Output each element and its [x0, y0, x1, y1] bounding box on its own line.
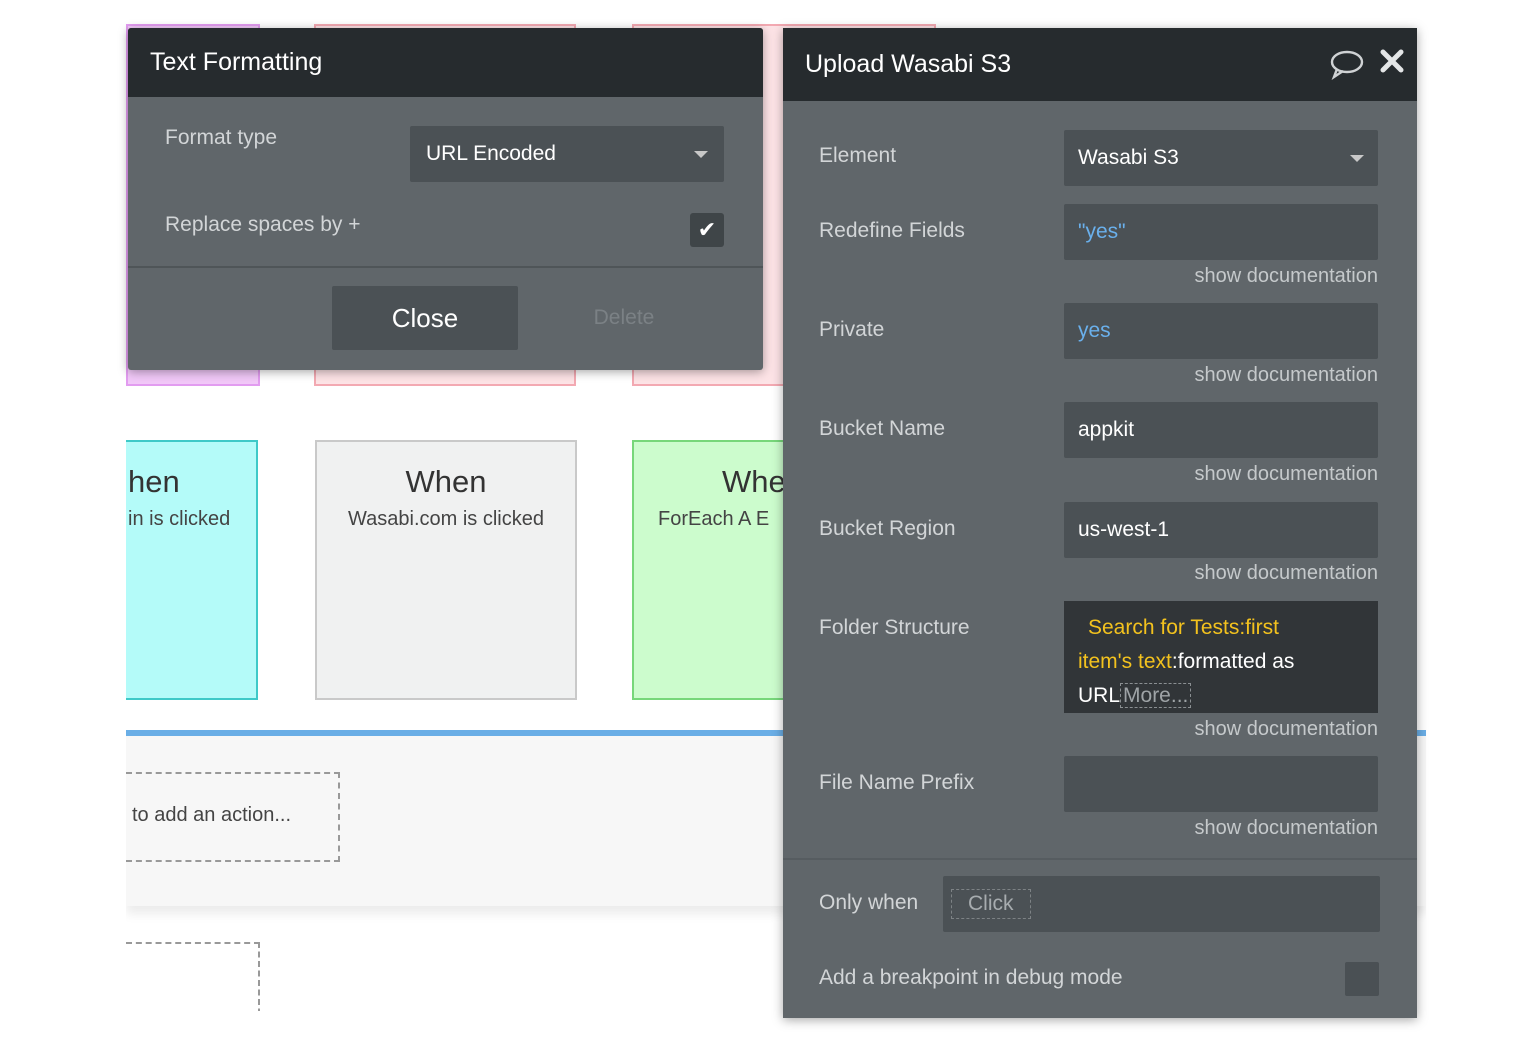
- private-label: Private: [819, 318, 885, 341]
- upload-wasabi-panel: Upload Wasabi S3 Element Wasabi S3 Redef…: [783, 28, 1417, 1018]
- expression-operator[interactable]: URL: [1078, 684, 1121, 707]
- bucket-name-value: appkit: [1078, 418, 1135, 441]
- chevron-down-icon: [694, 150, 708, 158]
- bucket-name-label: Bucket Name: [819, 417, 946, 440]
- only-when-input[interactable]: Click: [943, 876, 1380, 932]
- redefine-fields-label: Redefine Fields: [819, 219, 965, 242]
- text-formatting-popup: Text Formatting Format type URL Encoded …: [128, 28, 763, 370]
- close-button[interactable]: Close: [332, 286, 518, 350]
- replace-spaces-label: Replace spaces by +: [165, 213, 361, 236]
- element-dropdown[interactable]: Wasabi S3: [1064, 130, 1378, 186]
- file-name-prefix-label: File Name Prefix: [819, 771, 975, 794]
- show-documentation-link[interactable]: show documentation: [1194, 265, 1378, 287]
- breakpoint-label: Add a breakpoint in debug mode: [819, 966, 1123, 989]
- event-title: hen: [128, 464, 180, 499]
- selected-event-line: [126, 730, 1426, 736]
- file-name-prefix-input[interactable]: [1064, 756, 1378, 812]
- private-value: yes: [1078, 319, 1111, 342]
- panel-title: Upload Wasabi S3: [805, 50, 1012, 78]
- replace-spaces-row: Replace spaces by +: [165, 213, 361, 237]
- popup-header: Text Formatting: [128, 28, 763, 97]
- redefine-fields-value: "yes": [1078, 220, 1126, 243]
- bucket-name-input[interactable]: appkit: [1064, 402, 1378, 458]
- panel-header: Upload Wasabi S3: [783, 28, 1417, 101]
- more-button[interactable]: More...: [1120, 683, 1192, 708]
- replace-spaces-checkbox[interactable]: ✔: [690, 213, 724, 247]
- element-value: Wasabi S3: [1078, 146, 1179, 169]
- expression-operator[interactable]: :formatted as: [1171, 650, 1295, 673]
- bucket-region-value: us-west-1: [1078, 518, 1170, 541]
- event-title: When: [405, 464, 487, 499]
- event-subtitle: ForEach A E: [658, 508, 770, 530]
- format-type-value: URL Encoded: [426, 142, 556, 165]
- event-card-wasabi-clicked[interactable]: When Wasabi.com is clicked: [315, 440, 577, 700]
- private-input[interactable]: yes: [1064, 303, 1378, 359]
- close-icon[interactable]: [1379, 48, 1405, 81]
- show-documentation-link[interactable]: show documentation: [1194, 817, 1378, 839]
- event-card-button-clicked[interactable]: hen in is clicked: [126, 440, 258, 700]
- breakpoint-checkbox[interactable]: [1345, 962, 1379, 996]
- only-when-label: Only when: [819, 891, 919, 914]
- folder-structure-expression[interactable]: Search for Tests:first item's text:forma…: [1064, 601, 1378, 713]
- folder-structure-label: Folder Structure: [819, 616, 970, 639]
- expression-part[interactable]: Search for Tests:first: [1088, 616, 1280, 639]
- delete-button[interactable]: Delete: [564, 286, 684, 350]
- show-documentation-link[interactable]: show documentation: [1194, 562, 1378, 584]
- element-label: Element: [819, 144, 897, 167]
- checkmark-icon: ✔: [697, 217, 717, 242]
- event-title: Whe: [722, 464, 786, 499]
- format-type-label: Format type: [165, 126, 278, 149]
- only-when-placeholder[interactable]: Click: [951, 889, 1031, 919]
- divider: [128, 266, 763, 268]
- show-documentation-link[interactable]: show documentation: [1194, 364, 1378, 386]
- popup-title: Text Formatting: [150, 48, 323, 76]
- chevron-down-icon: [1350, 154, 1364, 162]
- divider: [783, 858, 1417, 860]
- bucket-region-label: Bucket Region: [819, 517, 956, 540]
- bucket-region-input[interactable]: us-west-1: [1064, 502, 1378, 558]
- event-subtitle: in is clicked: [128, 508, 231, 530]
- expression-part[interactable]: item's text: [1078, 650, 1172, 673]
- comment-icon[interactable]: [1329, 48, 1365, 87]
- show-documentation-link[interactable]: show documentation: [1194, 463, 1378, 485]
- show-documentation-link[interactable]: show documentation: [1194, 718, 1378, 740]
- add-action-placeholder[interactable]: to add an action...: [126, 772, 340, 862]
- format-type-dropdown[interactable]: URL Encoded: [410, 126, 724, 182]
- event-subtitle: Wasabi.com is clicked: [348, 508, 544, 530]
- redefine-fields-input[interactable]: "yes": [1064, 204, 1378, 260]
- dashed-placeholder: [126, 942, 260, 1011]
- format-type-row: Format type: [165, 126, 277, 150]
